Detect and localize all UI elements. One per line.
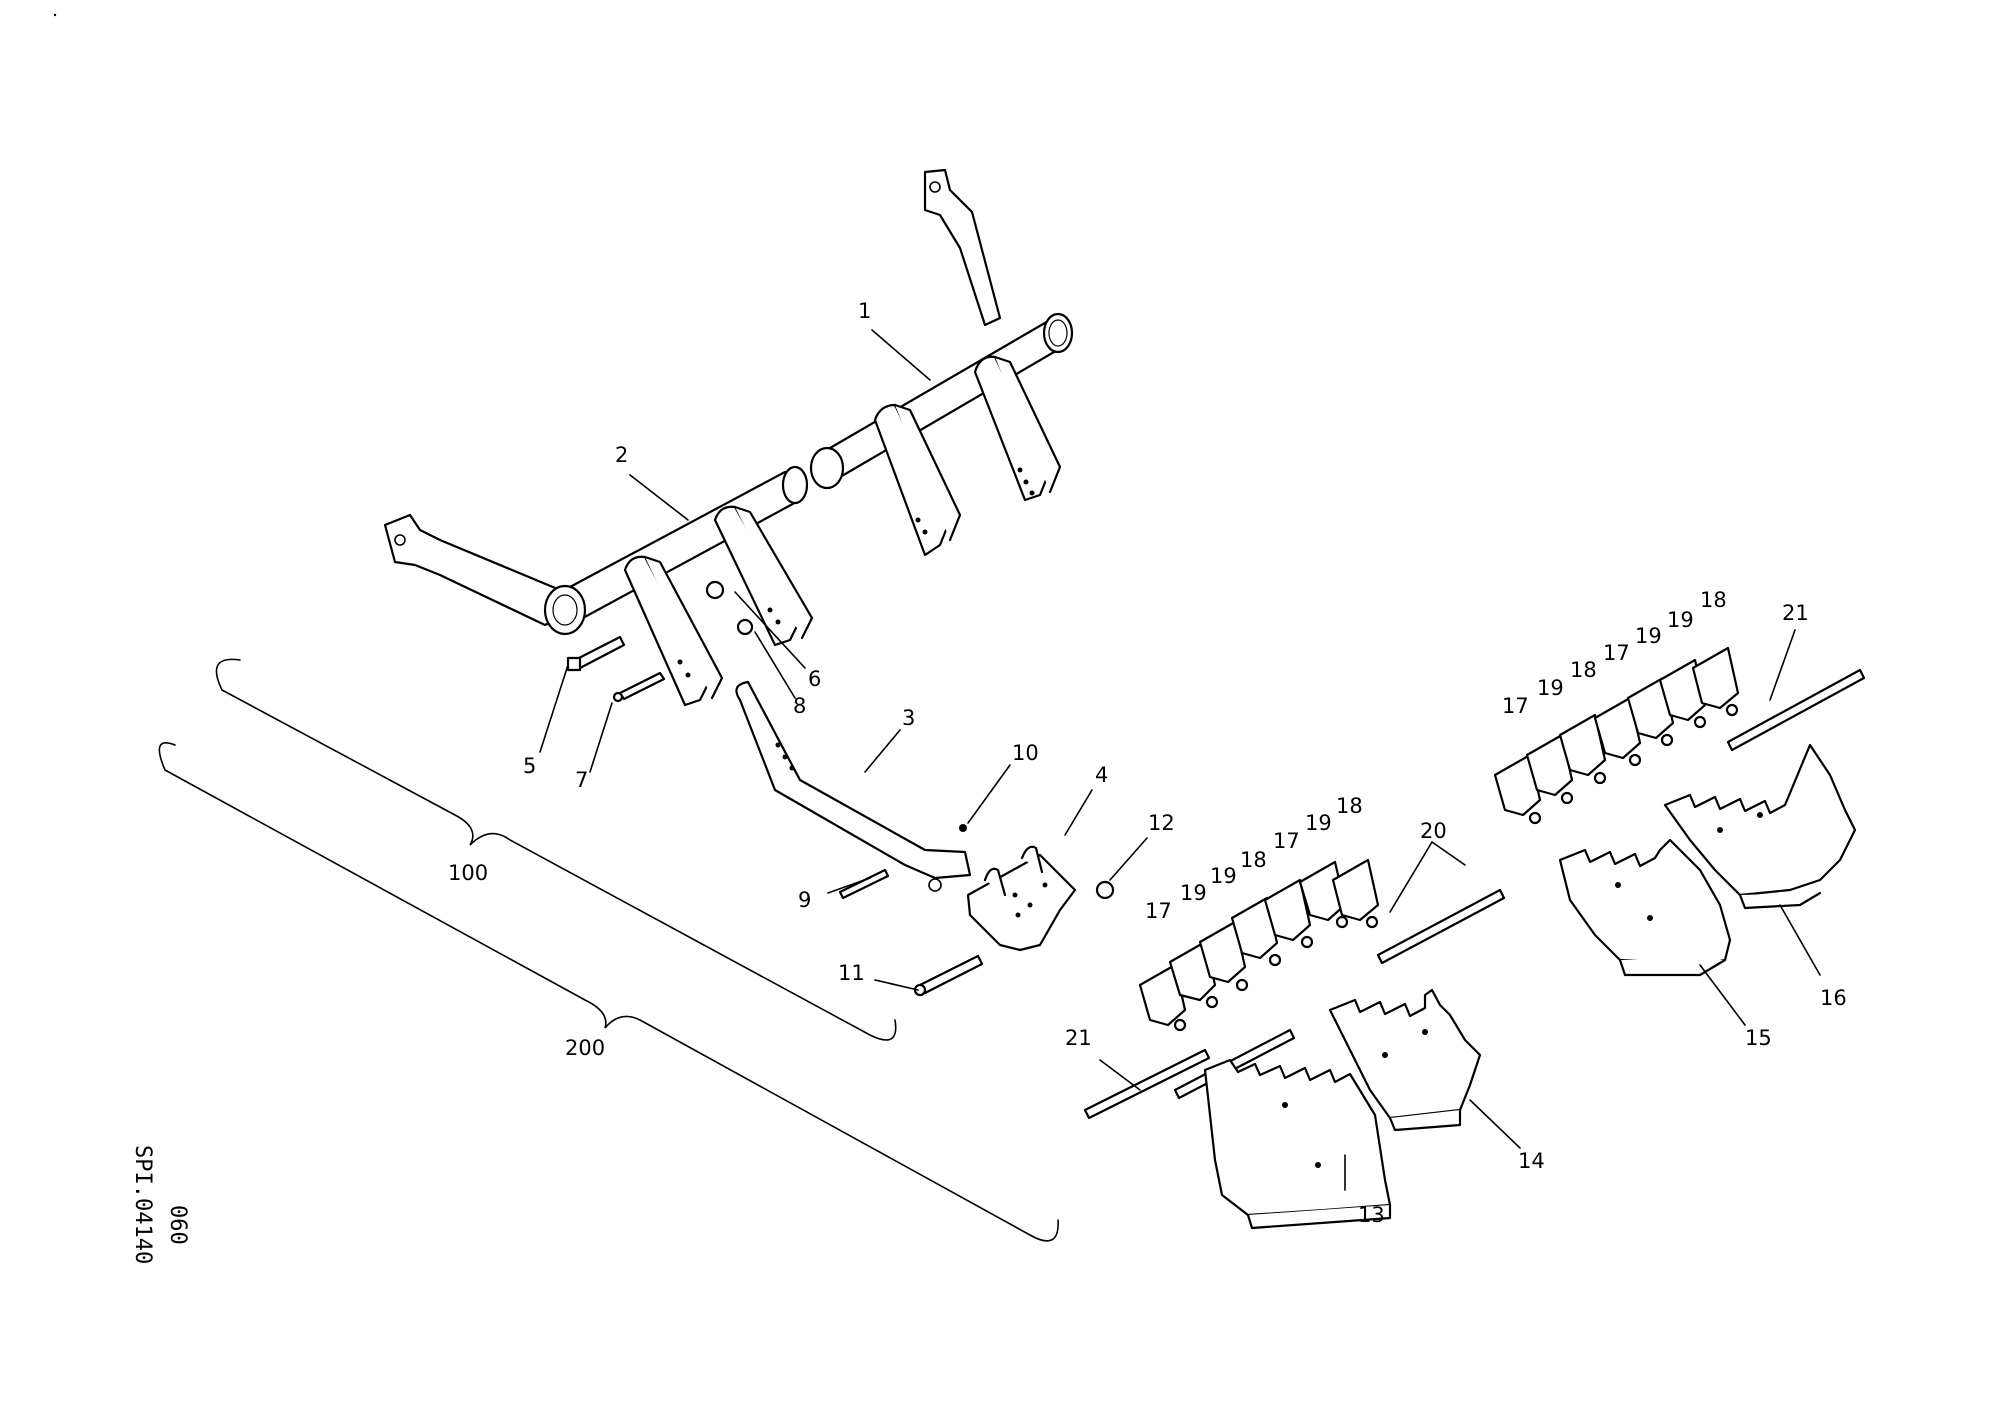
- blades-right: [1558, 743, 1857, 977]
- leader-lines: [539, 329, 1821, 1191]
- clip-group-right: [1493, 646, 1740, 825]
- callout-3: 3: [902, 706, 915, 730]
- callout-5: 5: [523, 754, 536, 778]
- part-1-right-shaft-assembly: [809, 168, 1074, 557]
- callout-13: 13: [1358, 1203, 1385, 1227]
- rods: [1083, 668, 1866, 1120]
- callout-2: 2: [615, 443, 628, 467]
- callout-4: 4: [1095, 763, 1108, 787]
- callout-11: 11: [838, 961, 865, 985]
- drawing-sheet: 060: [165, 1205, 190, 1245]
- callout-12: 12: [1148, 811, 1175, 835]
- callout-20: 20: [1420, 819, 1447, 843]
- part-4-bracket-plate: [966, 845, 1077, 952]
- group-brackets: [158, 658, 1059, 1242]
- callout-15: 15: [1745, 1026, 1772, 1050]
- callout-17: 17: [1273, 829, 1300, 853]
- callout-21: 21: [1782, 601, 1809, 625]
- drawing-number: SPI.04140: [130, 1145, 155, 1265]
- callout-8: 8: [793, 694, 806, 718]
- callout-10: 10: [1012, 741, 1039, 765]
- callout-17: 17: [1502, 694, 1529, 718]
- callout-19: 19: [1635, 624, 1662, 648]
- callout-1: 1: [858, 299, 871, 323]
- callout-21: 21: [1065, 1026, 1092, 1050]
- callout-19: 19: [1537, 676, 1564, 700]
- callout-14: 14: [1518, 1149, 1545, 1173]
- callout-19: 19: [1305, 811, 1332, 835]
- callout-19: 19: [1180, 881, 1207, 905]
- part-2-left-shaft-assembly: [383, 465, 814, 707]
- callout-7: 7: [575, 768, 588, 792]
- callout-labels: 1 2 3 4 5 6 7 8 9 10 11 12 13 14 15 16 1…: [448, 299, 1847, 1227]
- callout-9: 9: [798, 888, 811, 912]
- callout-18: 18: [1700, 588, 1727, 612]
- callout-17: 17: [1603, 641, 1630, 665]
- callout-17: 17: [1145, 899, 1172, 923]
- callout-18: 18: [1240, 848, 1267, 872]
- group-label-200: 200: [565, 1036, 605, 1060]
- group-label-100: 100: [448, 861, 488, 885]
- callout-18: 18: [1570, 658, 1597, 682]
- callout-6: 6: [808, 667, 821, 691]
- blades-left: [1203, 988, 1482, 1230]
- part-3-arm: [735, 680, 972, 892]
- callout-16: 16: [1820, 986, 1847, 1010]
- clip-group-left: [1138, 858, 1380, 1032]
- callout-18: 18: [1336, 794, 1363, 818]
- callout-19: 19: [1667, 608, 1694, 632]
- callout-19: 19: [1210, 864, 1237, 888]
